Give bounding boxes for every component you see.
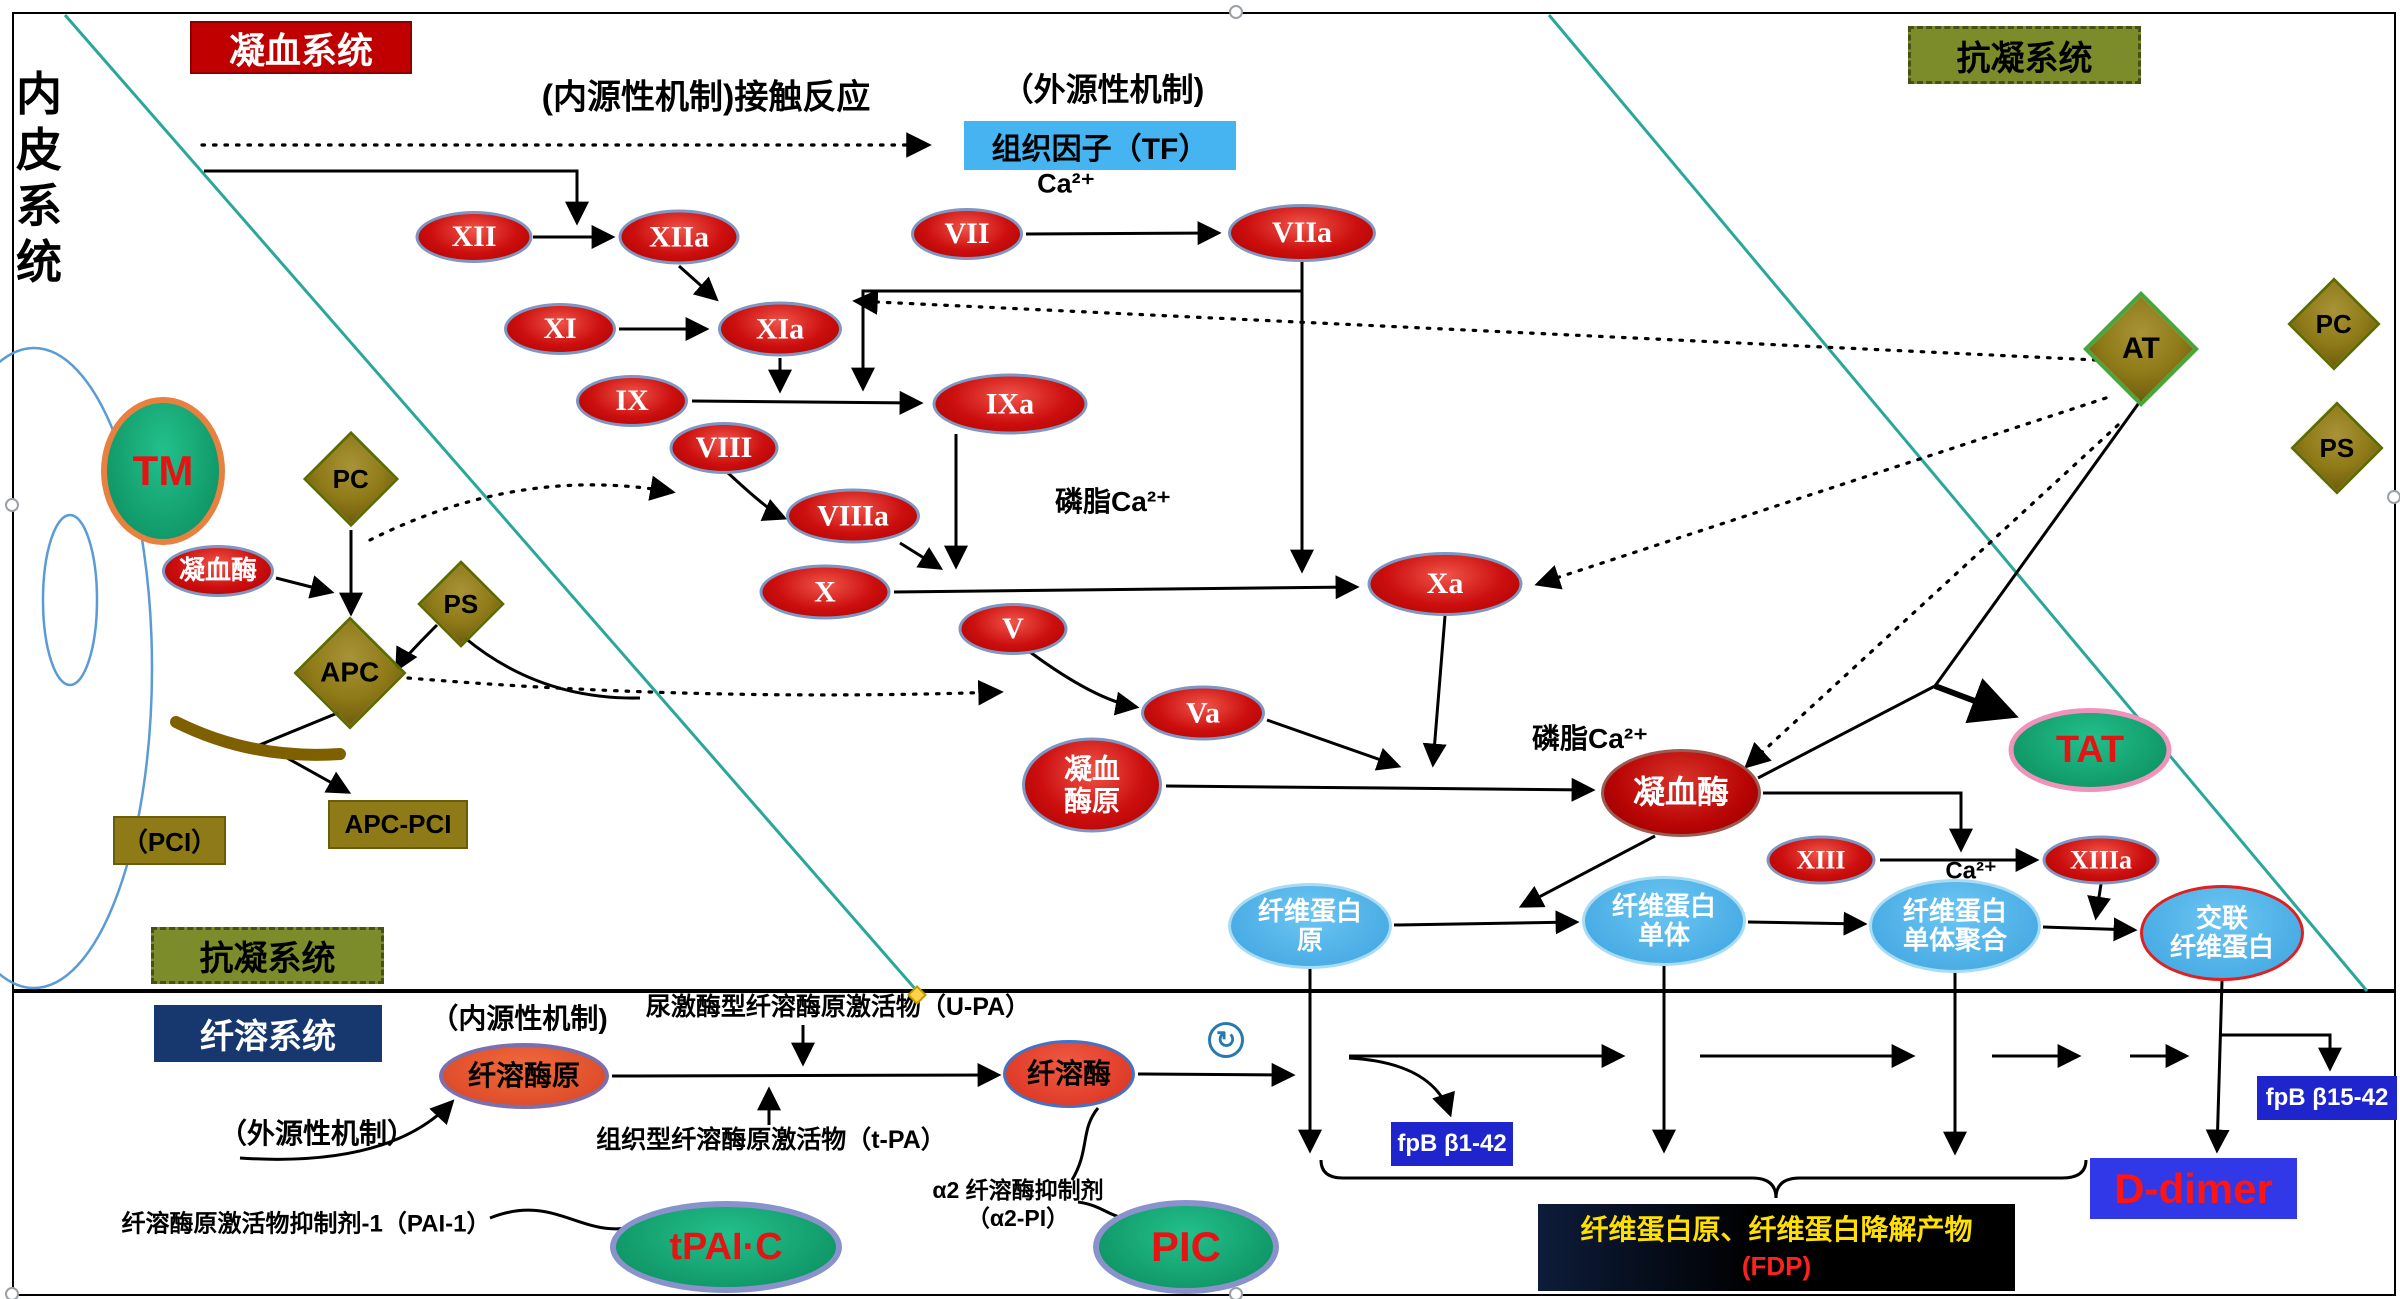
fpb-b15-42-box: fpB β15-42 xyxy=(2257,1076,2397,1120)
upa-label: 尿激酶型纤溶酶原激活物（U-PA） xyxy=(645,992,1031,1021)
factor-vii: VII xyxy=(911,208,1023,260)
resize-handle-bottom[interactable] xyxy=(1229,1287,1243,1299)
factor-xiiia: XIIIa xyxy=(2042,835,2160,885)
antithrombin-label: AT xyxy=(2122,331,2160,365)
thrombin: 凝血酶 xyxy=(1601,749,1761,837)
factor-xiii: XIII xyxy=(1766,835,1876,885)
factor-xi: XI xyxy=(504,303,616,355)
anticoagulation-system-title-top: 抗凝系统 xyxy=(1908,26,2141,84)
factor-viia: VIIa xyxy=(1228,204,1376,262)
extrinsic-mechanism-label-top: （外源性机制) xyxy=(1001,71,1205,108)
factor-xa: Xa xyxy=(1367,552,1523,616)
prothrombin: 凝血 酶原 xyxy=(1022,737,1162,833)
endothelium-system-label: 内 皮 系 统 xyxy=(16,67,62,289)
fpb-b1-42-box: fpB β1-42 xyxy=(1391,1122,1513,1166)
protein-s-right-label: PS xyxy=(2319,432,2355,463)
fdp-box: 纤维蛋白原、纤维蛋白降解产物 (FDP) xyxy=(1538,1204,2015,1291)
thrombomodulin: TM xyxy=(101,397,225,545)
protein-c-left-label: PC xyxy=(332,463,370,494)
factor-xia: XIa xyxy=(718,301,842,357)
resize-handle-left[interactable] xyxy=(5,498,19,512)
extrinsic-mechanism-label-bottom: （外源性机制） xyxy=(218,1117,416,1149)
plasminogen: 纤溶酶原 xyxy=(439,1043,609,1109)
bold-arrow-into-tat xyxy=(1933,678,2019,724)
intrinsic-mechanism-label-bottom: （内源性机制) xyxy=(430,1002,608,1034)
factor-ixa: IXa xyxy=(932,373,1088,435)
fibrinogen: 纤维蛋白 原 xyxy=(1228,883,1392,969)
endothelium-membrane xyxy=(0,346,154,990)
factor-va: Va xyxy=(1141,685,1265,741)
tissue-factor-box: 组织因子（TF） xyxy=(964,121,1236,170)
coagulation-system-title: 凝血系统 xyxy=(190,21,412,74)
region-divider-lines xyxy=(63,14,2369,992)
crosslinked-fibrin: 交联 纤维蛋白 xyxy=(2140,885,2304,981)
fibrinolysis-system-title: 纤溶系统 xyxy=(154,1005,382,1062)
tpa-label: 组织型纤溶酶原激活物（t-PA） xyxy=(596,1125,946,1154)
thrombin-left: 凝血酶 xyxy=(162,545,274,597)
factor-viiia: VIIIa xyxy=(786,488,920,544)
fibrin-polymer: 纤维蛋白 单体聚合 xyxy=(1869,879,2041,973)
pci-brush-stroke xyxy=(170,716,346,761)
pci-box: （PCI） xyxy=(113,816,226,865)
fdp-line2: (FDP) xyxy=(1741,1250,1812,1281)
plasmin: 纤溶酶 xyxy=(1003,1040,1135,1108)
anticoagulation-system-title-bottom: 抗凝系统 xyxy=(151,927,384,984)
phospholipid-calcium-label-mid: 磷脂Ca²⁺ xyxy=(1055,485,1171,517)
fdp-line1: 纤维蛋白原、纤维蛋白降解产物 xyxy=(1580,1214,1973,1246)
factor-ix: IX xyxy=(576,375,688,427)
fibrinolysis-panel xyxy=(12,991,2396,1296)
tat-complex: TAT xyxy=(2008,708,2172,792)
protein-s-left-label: PS xyxy=(443,588,479,619)
apc-label: APC xyxy=(320,657,380,688)
pic-complex: PIC xyxy=(1093,1200,1279,1294)
resize-handle-right[interactable] xyxy=(2387,490,2400,504)
fibrin-monomer: 纤维蛋白 单体 xyxy=(1582,876,1746,966)
factor-v: V xyxy=(958,603,1068,655)
pai1-label: 纤溶酶原激活物抑制剂-1（PAI-1） xyxy=(121,1210,491,1238)
resize-handle-top[interactable] xyxy=(1229,5,1243,19)
solid-arrows xyxy=(204,169,2342,1161)
phospholipid-calcium-label-low: 磷脂Ca²⁺ xyxy=(1532,722,1648,754)
dotted-arrows xyxy=(200,132,2120,769)
alpha2-pi-label: α2 纤溶酶抑制剂 （α2-PI） xyxy=(932,1176,1104,1231)
resize-handle-bottom-left[interactable] xyxy=(5,1287,19,1299)
factor-x: X xyxy=(759,564,891,620)
rotate-icon[interactable]: ↻ xyxy=(1208,1022,1244,1058)
protein-c-right-label: PC xyxy=(2315,308,2353,339)
d-dimer-box: D-dimer xyxy=(2090,1158,2297,1219)
factor-xii: XII xyxy=(415,211,533,263)
tpai-c-complex: tPAI·C xyxy=(610,1201,842,1293)
factor-xiia: XIIa xyxy=(618,209,740,265)
apc-pci-box: APC-PCI xyxy=(328,800,468,849)
intrinsic-contact-label: (内源性机制)接触反应 xyxy=(541,78,871,117)
calcium-label-top: Ca²⁺ xyxy=(1037,168,1095,199)
factor-viii: VIII xyxy=(669,422,779,474)
